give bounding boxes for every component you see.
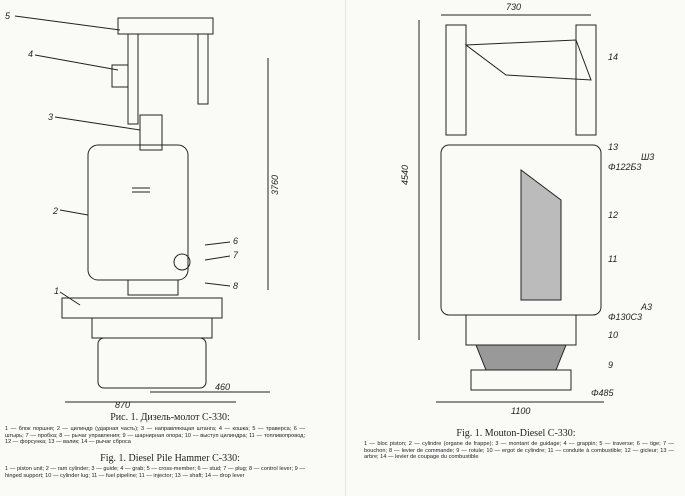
dim-460: 460 — [215, 382, 230, 392]
label-11: 11 — [608, 254, 617, 264]
label-7: 7 — [233, 250, 239, 260]
label-2: 2 — [52, 206, 58, 216]
dim-d122-fit: Ш3 — [641, 152, 654, 162]
label-9: 9 — [608, 360, 613, 370]
label-4: 4 — [28, 49, 33, 59]
label-5: 5 — [5, 11, 11, 21]
legend-fr: 1 — bloc piston; 2 — cylindre (organe de… — [364, 441, 674, 461]
piston-unit — [61, 297, 223, 319]
dim-d485: Φ485 — [591, 388, 615, 398]
dim-d130-fit: А3 — [640, 302, 652, 312]
drop-lever — [464, 39, 592, 81]
right-page: 730 14 13 Φ122Б3 Ш3 12 11 4540 Φ130С3 А3… — [345, 0, 685, 496]
caption-ru: Рис. 1. Дизель-молот С-330: — [110, 412, 230, 423]
label-12: 12 — [608, 210, 618, 220]
mouton-diesel-drawing: 730 14 13 Φ122Б3 Ш3 12 11 4540 Φ130С3 А3… — [400, 2, 654, 416]
guide-rod-left — [127, 33, 139, 125]
diesel-hammer-drawing: 5 4 3 2 1 6 7 8 3760 460 870 — [5, 11, 280, 410]
label-3: 3 — [48, 112, 53, 122]
label-13: 13 — [608, 142, 618, 152]
guide-left — [445, 24, 467, 136]
dim-1100: 1100 — [511, 406, 530, 416]
label-8: 8 — [233, 281, 238, 291]
caption-fr: Fig. 1. Mouton-Diesel C-330: — [456, 428, 576, 439]
cross-member — [117, 17, 214, 35]
grab — [111, 64, 129, 88]
ram-cylinder — [87, 144, 189, 281]
left-page: 5 4 3 2 1 6 7 8 3760 460 870 Рис. 1. Диз… — [0, 0, 340, 496]
dim-height: 4540 — [400, 165, 410, 185]
label-6: 6 — [233, 236, 238, 246]
legend-en: 1 — piston unit; 2 — ram cylinder; 3 — g… — [5, 466, 305, 479]
caption-en: Fig. 1. Diesel Pile Hammer C-330: — [100, 453, 240, 464]
legend-ru: 1 — блок поршня; 2 — цилиндр (ударная ча… — [5, 426, 305, 446]
dim-730: 730 — [506, 2, 521, 12]
label-1: 1 — [54, 286, 59, 296]
dim-d130: Φ130С3 — [608, 312, 642, 322]
dim-d122: Φ122Б3 — [608, 162, 641, 172]
label-14: 14 — [608, 52, 618, 62]
label-10: 10 — [608, 330, 618, 340]
dim-870: 870 — [115, 400, 130, 410]
guide — [139, 114, 163, 151]
dim-height: 3760 — [270, 175, 280, 195]
